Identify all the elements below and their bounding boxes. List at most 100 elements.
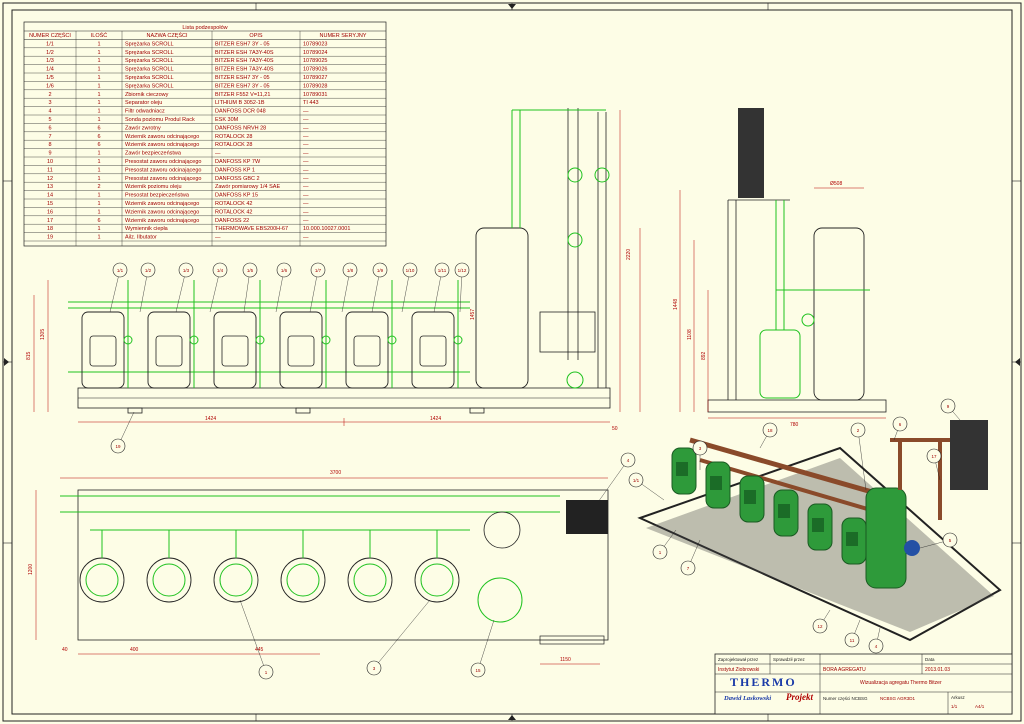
bom-cell: Sprężarka SCROLL <box>125 83 174 89</box>
callout-label: 12 <box>817 624 823 629</box>
callout-balloon: 1 <box>652 529 677 560</box>
bom-cell: 10789025 <box>303 58 327 64</box>
callout-balloon: 1/1 <box>628 472 665 501</box>
side-compressor <box>759 329 801 399</box>
callout-label: 1/10 <box>406 268 415 273</box>
dim-2220: 2220 <box>626 249 632 260</box>
bom-cell: — <box>303 125 309 131</box>
bom-cell: 1 <box>97 83 100 89</box>
bom-cell: BITZER ESH 7A3Y-40S <box>215 58 274 64</box>
dim-1305: 1305 <box>40 329 46 340</box>
bom-cell: — <box>215 151 221 157</box>
bom-cell: BITZER ESH7 3Y - 05 <box>215 75 270 81</box>
dim-1150: 1150 <box>560 657 571 663</box>
callout-label: 1 <box>265 670 268 675</box>
plan-compressor <box>79 530 125 603</box>
center-mark-bottom <box>508 715 516 720</box>
bom-cell: — <box>303 159 309 165</box>
callout-label: 1/12 <box>458 268 467 273</box>
callout-balloon: 3 <box>692 440 708 470</box>
bom-cell: DANFOSS KP 15 <box>215 193 258 199</box>
bom-cell: 6 <box>97 125 100 131</box>
bom-cell: 10789027 <box>303 75 327 81</box>
tb-part-label: Numer części NCBSG <box>823 696 868 701</box>
front-control-box <box>539 311 596 353</box>
bom-cell: DANFOSS 22 <box>215 218 249 224</box>
bom-cell: Presostat zaworu odcinającego <box>125 167 201 173</box>
callout-balloon: 1/2 <box>139 262 156 313</box>
plan-receiver <box>477 577 523 623</box>
dim-815: 815 <box>26 351 32 360</box>
callout-balloon: 1/12 <box>454 262 470 313</box>
bom-cell: 4 <box>48 109 51 115</box>
front-compressor <box>147 280 199 389</box>
bom-cell: DANFOSS GBC 2 <box>215 176 260 182</box>
bom-cell: 1 <box>97 41 100 47</box>
bom-cell: 1 <box>97 151 100 157</box>
callout-balloon: 1/1 <box>109 262 128 313</box>
dim-400: 400 <box>130 647 139 653</box>
bom-header-cell: ILOŚĆ <box>91 31 108 39</box>
logo-thermo: THERMO <box>730 675 797 689</box>
callout-label: 1/2 <box>145 268 152 273</box>
iso-compressor <box>773 489 799 537</box>
plan-compressor <box>213 530 259 603</box>
dim-1200: 1200 <box>28 564 34 575</box>
callout-balloon: 18 <box>759 422 778 449</box>
callout-label: 1/6 <box>281 268 288 273</box>
plan-compressor <box>146 530 192 603</box>
callout-balloon: 1/10 <box>401 262 418 313</box>
bom-cell: 1 <box>97 167 100 173</box>
bom-cell: 15 <box>47 201 53 207</box>
bom-cell: 8 <box>48 142 51 148</box>
bom-cell: DANFOSS KP 1 <box>215 167 255 173</box>
dim-780: 780 <box>790 422 799 428</box>
bom-cell: 1 <box>97 109 100 115</box>
plan-compressor <box>347 530 393 603</box>
dim-892: 892 <box>701 351 707 360</box>
callout-balloon: 19 <box>110 411 135 454</box>
callout-balloon: 12 <box>812 609 831 634</box>
logo-sub-right: Projekt <box>786 692 813 702</box>
iso-heat-exchanger <box>950 420 988 490</box>
bom-cell: THERMOWAVE EBS200H-67 <box>215 226 288 232</box>
title-block: Zaprojektował przez Sprawdził przez Data… <box>714 653 1013 715</box>
callout-balloon: 1/7 <box>309 262 326 313</box>
bom-cell: Sprężarka SCROLL <box>125 75 174 81</box>
dim-40: 40 <box>62 647 68 653</box>
callout-label: 1/11 <box>438 268 447 273</box>
callout-balloon: 1/11 <box>433 262 450 313</box>
callout-label: 1/8 <box>347 268 354 273</box>
dim-dia508: Ø508 <box>830 181 842 187</box>
callout-label: 3 <box>373 666 376 671</box>
bom-cell: 6 <box>97 134 100 140</box>
bom-cell: BITZER ESH 7A3Y-40S <box>215 50 274 56</box>
bom-cell: BITZER ESH7 3Y - 05 <box>215 83 270 89</box>
bom-cell: Zawór pomiarowy 1/4 SAE <box>215 184 280 190</box>
bom-cell: 1/6 <box>46 83 54 89</box>
bom-cell: 1 <box>97 50 100 56</box>
bom-cell: Sprężarka SCROLL <box>125 41 174 47</box>
bom-cell: 1 <box>97 92 100 98</box>
bom-cell: Wziernik zaworu odcinającego <box>125 209 199 215</box>
bom-cell: 5 <box>48 117 51 123</box>
bom-cell: Presostat bezpieczeństwa <box>125 193 190 199</box>
tb-checker-label: Sprawdził przez <box>773 657 806 662</box>
bom-cell: 1 <box>97 117 100 123</box>
bom-title: Lista podzespołów <box>182 25 227 31</box>
dim-1424-left: 1424 <box>205 416 216 422</box>
plan-compressor <box>280 530 326 603</box>
iso-frame <box>637 446 1002 642</box>
